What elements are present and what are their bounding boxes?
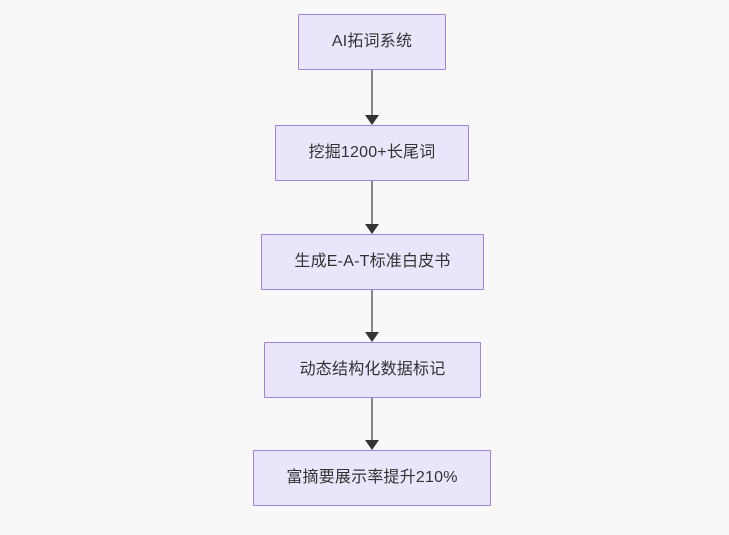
flow-arrow [360,290,384,342]
flow-node-label: 挖掘1200+长尾词 [308,144,436,161]
flow-node-label: AI拓词系统 [331,33,413,50]
flow-node-4[interactable]: 动态结构化数据标记 [264,342,481,398]
flow-node-2[interactable]: 挖掘1200+长尾词 [275,125,469,181]
flow-node-label: 生成E-A-T标准白皮书 [294,253,451,270]
flow-node-label: 动态结构化数据标记 [299,361,446,378]
flow-node-3[interactable]: 生成E-A-T标准白皮书 [261,234,484,290]
flow-arrow [360,70,384,125]
flow-node-1[interactable]: AI拓词系统 [298,14,446,70]
flow-node-5[interactable]: 富摘要展示率提升210% [253,450,491,506]
flow-arrow [360,181,384,234]
flow-arrow [360,398,384,450]
flow-node-label: 富摘要展示率提升210% [286,469,458,486]
